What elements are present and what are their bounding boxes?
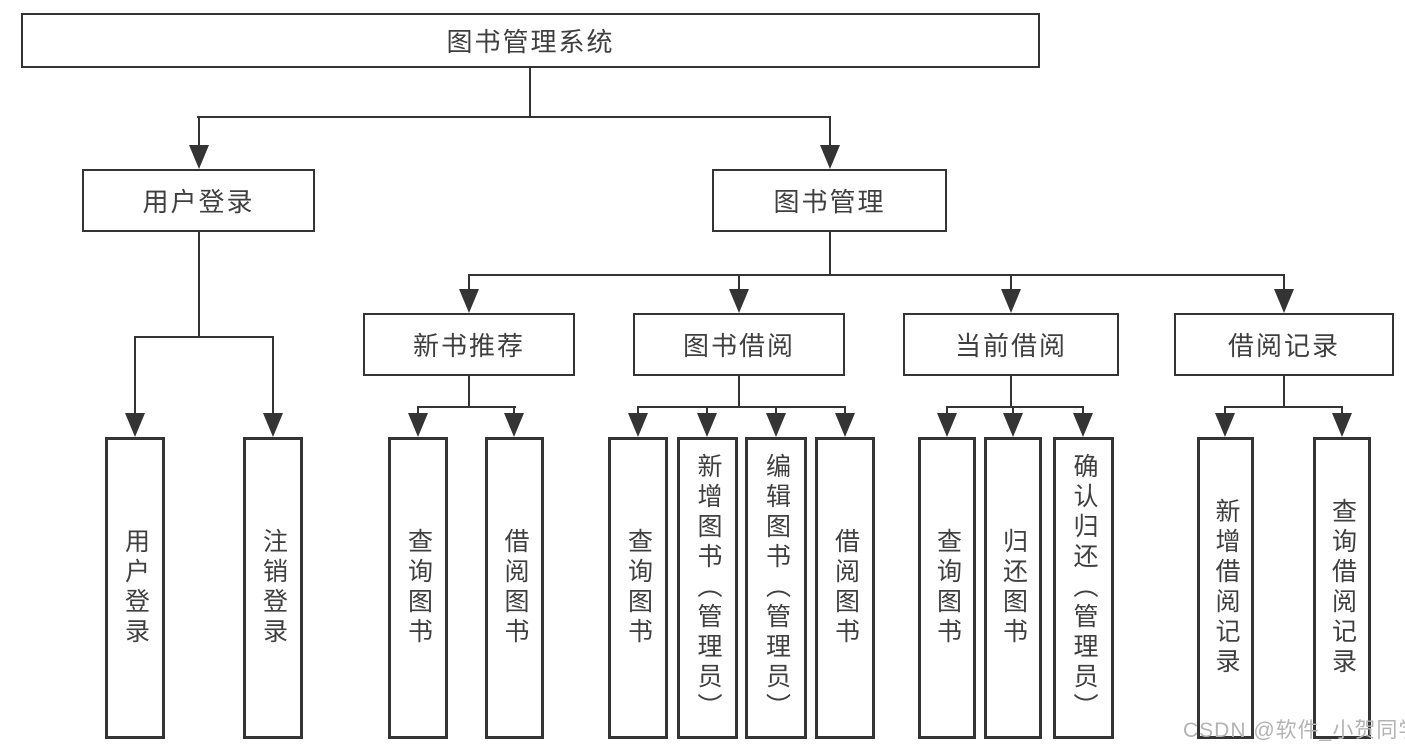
node-current-borrowing: 当前借阅 bbox=[903, 313, 1119, 376]
connector-shaft bbox=[417, 406, 419, 416]
leaf-add-borrow-record: 新增借阅记录 bbox=[1197, 437, 1254, 739]
node-new-book-recommend: 新书推荐 bbox=[363, 313, 575, 376]
arrow-down-icon bbox=[835, 413, 855, 437]
connector-shaft bbox=[271, 336, 274, 416]
leaf-query-borrow-record: 查询借阅记录 bbox=[1313, 437, 1371, 739]
leaf-query-books-borrowing: 查询图书 bbox=[608, 437, 668, 739]
connector-shaft bbox=[1082, 406, 1084, 416]
arrow-down-icon bbox=[937, 413, 957, 437]
arrow-down-icon bbox=[819, 145, 840, 169]
connector-shaft bbox=[1224, 406, 1226, 416]
arrow-down-icon bbox=[1001, 289, 1021, 313]
arrow-down-icon bbox=[1331, 413, 1352, 437]
connector-stem bbox=[529, 68, 531, 117]
leaf-query-books-recommend: 查询图书 bbox=[388, 437, 448, 739]
connector-shaft bbox=[134, 336, 136, 416]
leaf-query-books-current: 查询图书 bbox=[918, 437, 976, 739]
arrow-down-icon bbox=[188, 145, 209, 169]
leaf-edit-book-admin: 编辑图书（管理员） bbox=[745, 437, 807, 739]
node-book-management-branch: 图书管理 bbox=[712, 169, 947, 232]
connector-shaft bbox=[738, 274, 740, 291]
connector-stem bbox=[738, 376, 740, 407]
connector-shaft bbox=[1012, 406, 1014, 416]
arrow-down-icon bbox=[1274, 289, 1294, 313]
connector-shaft bbox=[828, 116, 831, 147]
arrow-down-icon bbox=[766, 413, 786, 437]
arrow-down-icon bbox=[697, 413, 717, 437]
node-user-login-branch: 用户登录 bbox=[82, 169, 315, 232]
connector-bar bbox=[418, 406, 516, 408]
csdn-watermark: CSDN @软件_小贺同学 bbox=[1183, 719, 1405, 742]
connector-stem bbox=[1283, 376, 1285, 407]
arrow-down-icon bbox=[408, 413, 428, 437]
connector-shaft bbox=[197, 116, 200, 147]
connector-shaft bbox=[844, 406, 846, 416]
connector-stem bbox=[468, 376, 470, 407]
connector-bar bbox=[637, 406, 846, 408]
connector-shaft bbox=[513, 406, 515, 416]
connector-shaft bbox=[1010, 274, 1012, 291]
arrow-down-icon bbox=[504, 413, 524, 437]
leaf-user-login: 用户登录 bbox=[105, 437, 165, 739]
arrow-down-icon bbox=[1073, 413, 1093, 437]
arrow-down-icon bbox=[262, 413, 283, 437]
connector-shaft bbox=[468, 274, 470, 291]
connector-stem bbox=[828, 232, 831, 276]
connector-bar bbox=[946, 406, 1083, 408]
arrow-down-icon bbox=[1215, 413, 1235, 437]
connector-shaft bbox=[1340, 406, 1343, 416]
leaf-logout: 注销登录 bbox=[243, 437, 303, 739]
connector-shaft bbox=[637, 406, 639, 416]
connector-bar bbox=[134, 336, 274, 338]
node-root: 图书管理系统 bbox=[21, 13, 1040, 68]
node-book-borrowing: 图书借阅 bbox=[633, 313, 845, 376]
leaf-add-book-admin: 新增图书（管理员） bbox=[677, 437, 738, 739]
connector-stem bbox=[197, 232, 200, 338]
arrow-down-icon bbox=[628, 413, 648, 437]
connector-shaft bbox=[775, 406, 777, 416]
connector-shaft bbox=[1283, 274, 1285, 291]
arrow-down-icon bbox=[729, 289, 749, 313]
connector-shaft bbox=[946, 406, 948, 416]
arrow-down-icon bbox=[125, 413, 145, 437]
node-borrowing-records: 借阅记录 bbox=[1174, 313, 1394, 376]
leaf-borrow-books-recommend: 借阅图书 bbox=[485, 437, 544, 739]
connector-shaft bbox=[706, 406, 708, 416]
connector-stem bbox=[1010, 376, 1012, 407]
arrow-down-icon bbox=[1003, 413, 1023, 437]
leaf-borrow-books-borrowing: 借阅图书 bbox=[815, 437, 875, 739]
arrow-down-icon bbox=[459, 289, 479, 313]
connector-bar bbox=[468, 274, 1285, 276]
leaf-return-books: 归还图书 bbox=[984, 437, 1042, 739]
leaf-confirm-return-admin: 确认归还（管理员） bbox=[1053, 437, 1114, 739]
connector-bar bbox=[197, 116, 831, 118]
connector-bar bbox=[1224, 406, 1341, 408]
